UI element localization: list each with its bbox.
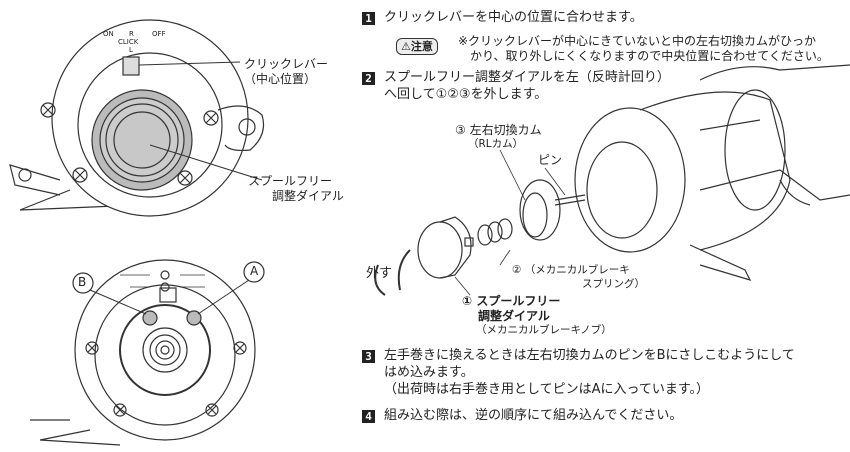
- position-a-label: A: [250, 264, 259, 278]
- caution-text-1: ※クリックレバーが中心にきていないと中の左右切換カムがひっか: [458, 34, 817, 48]
- step-4-text: 組み込む際は、逆の順序にて組み込んでください。: [384, 408, 683, 423]
- part1-label-2: 調整ダイアル: [478, 309, 550, 323]
- step-2-text-1: スプールフリー調整ダイアルを左（反時計回り）: [384, 70, 670, 85]
- step-3-text-1: 左手巻きに換えるときは左右切換カムのピンをBにさしこむようにして: [384, 348, 795, 363]
- remove-label: 外す: [366, 266, 393, 281]
- part3-sub-label: （RLカム）: [468, 138, 524, 150]
- step-3-badge: 3: [362, 350, 375, 363]
- screw-icon: [40, 102, 219, 186]
- part2-sub-label: スプリング）: [582, 278, 645, 290]
- click-lever-label: クリックレバー: [244, 57, 329, 71]
- caution-text-2: かり、取り外しにくくなりますので中央位置に合わせてください。: [470, 49, 829, 63]
- part1-label: ① スプールフリー: [462, 294, 561, 308]
- reel-side-view-top: [9, 19, 265, 217]
- spool-dial-label-2: 調整ダイアル: [272, 189, 344, 203]
- step-2-text-2: へ回して①②③を外します。: [384, 87, 548, 102]
- step-2-badge: 2: [362, 72, 375, 85]
- step-3-text-2: はめ込みます。: [384, 365, 474, 380]
- part2-label: ② （メカニカルブレーキ: [512, 264, 630, 276]
- dial-l-label: L: [129, 46, 133, 54]
- step-3-text-3: （出荷時は右手巻き用としてピンはAに入っています。）: [384, 382, 710, 397]
- reel-side-view-bottom: [30, 259, 265, 446]
- dial-click-label: CLICK: [118, 38, 139, 46]
- spool-dial-label: スプールフリー: [248, 174, 333, 188]
- click-lever-position-label: （中心位置）: [244, 72, 317, 86]
- screw-icon: [85, 341, 247, 417]
- dial-on-label: ON: [103, 30, 114, 38]
- step-1-text: クリックレバーを中心の位置に合わせます。: [384, 10, 643, 25]
- exploded-reel-view: [374, 64, 850, 296]
- caution-badge: ⚠注意: [396, 38, 438, 55]
- part3-label: ③ 左右切換カム: [455, 123, 542, 137]
- step-1-badge: 1: [362, 12, 375, 25]
- dial-r-label: R: [129, 30, 134, 38]
- pin-label: ピン: [538, 153, 563, 167]
- step-4-badge: 4: [362, 410, 375, 423]
- position-b-label: B: [78, 275, 87, 289]
- part1-sub-label: （メカニカルブレーキノブ）: [476, 324, 612, 336]
- dial-off-label: OFF: [152, 30, 166, 38]
